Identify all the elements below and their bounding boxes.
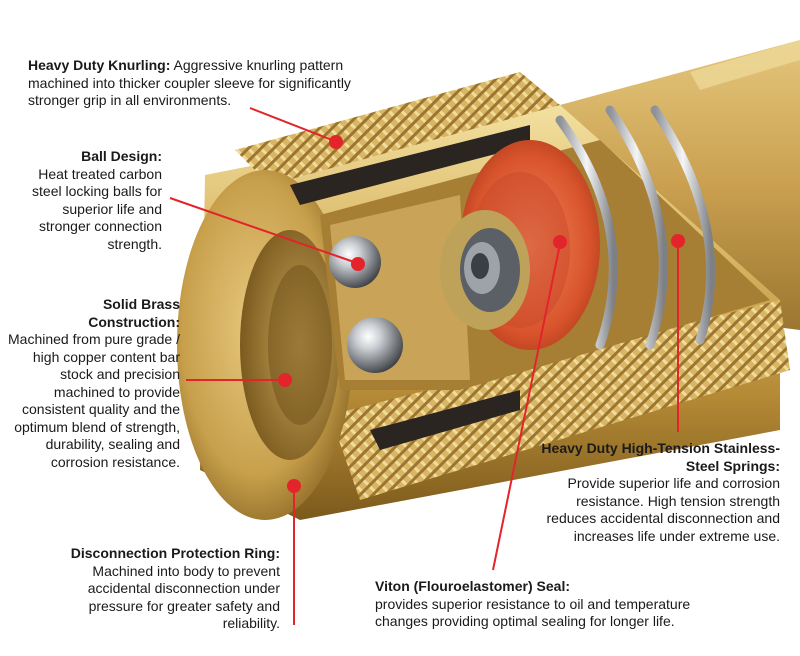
callout-knurling-body: Aggressive knurling pattern machined int… (28, 57, 351, 108)
knurled-band-top (235, 72, 560, 185)
callout-springs-title: Heavy Duty High-Tension Stainless-Steel … (541, 440, 780, 474)
callout-ball: Ball Design: Heat treated carbon steel l… (20, 148, 162, 253)
marker-brass (278, 373, 292, 387)
callout-brass-body: Machined from pure grade / high copper c… (8, 331, 180, 470)
leader-lines (169, 107, 685, 625)
locking-ball-lower (347, 317, 403, 373)
callout-brass-title: Solid Brass Construction: (88, 296, 180, 330)
marker-knurling (329, 135, 343, 149)
marker-springs (671, 234, 685, 248)
callout-knurling-title: Heavy Duty Knurling: (28, 57, 171, 73)
callout-springs-body: Provide superior life and corrosion resi… (546, 475, 781, 544)
marker-ring (287, 479, 301, 493)
callout-ring-body: Machined into body to prevent accidental… (87, 562, 280, 632)
callout-knurling: Heavy Duty Knurling: Aggressive knurling… (28, 57, 378, 110)
knurled-band-bottom (330, 300, 790, 500)
callout-brass: Solid Brass Construction: Machined from … (8, 296, 180, 471)
marker-seal (553, 235, 567, 249)
leader-ball (169, 197, 355, 263)
callout-ball-title: Ball Design: (81, 148, 162, 164)
callout-seal-body: provides superior resistance to oil and … (375, 595, 691, 630)
callout-seal-title: Viton (Flouroelastomer) Seal: (375, 578, 570, 594)
leader-knurling (249, 107, 333, 141)
marker-ball (351, 257, 365, 271)
stainless-springs (555, 105, 716, 350)
callout-springs: Heavy Duty High-Tension Stainless-Steel … (528, 440, 780, 545)
callout-ring: Disconnection Protection Ring: Machined … (55, 545, 280, 633)
valve-assembly (440, 140, 600, 350)
leader-seal (492, 243, 561, 571)
callout-ring-title: Disconnection Protection Ring: (70, 545, 280, 561)
callout-ball-body: Heat treated carbon steel locking balls … (32, 165, 162, 252)
callout-seal: Viton (Flouroelastomer) Seal: provides s… (375, 578, 720, 631)
